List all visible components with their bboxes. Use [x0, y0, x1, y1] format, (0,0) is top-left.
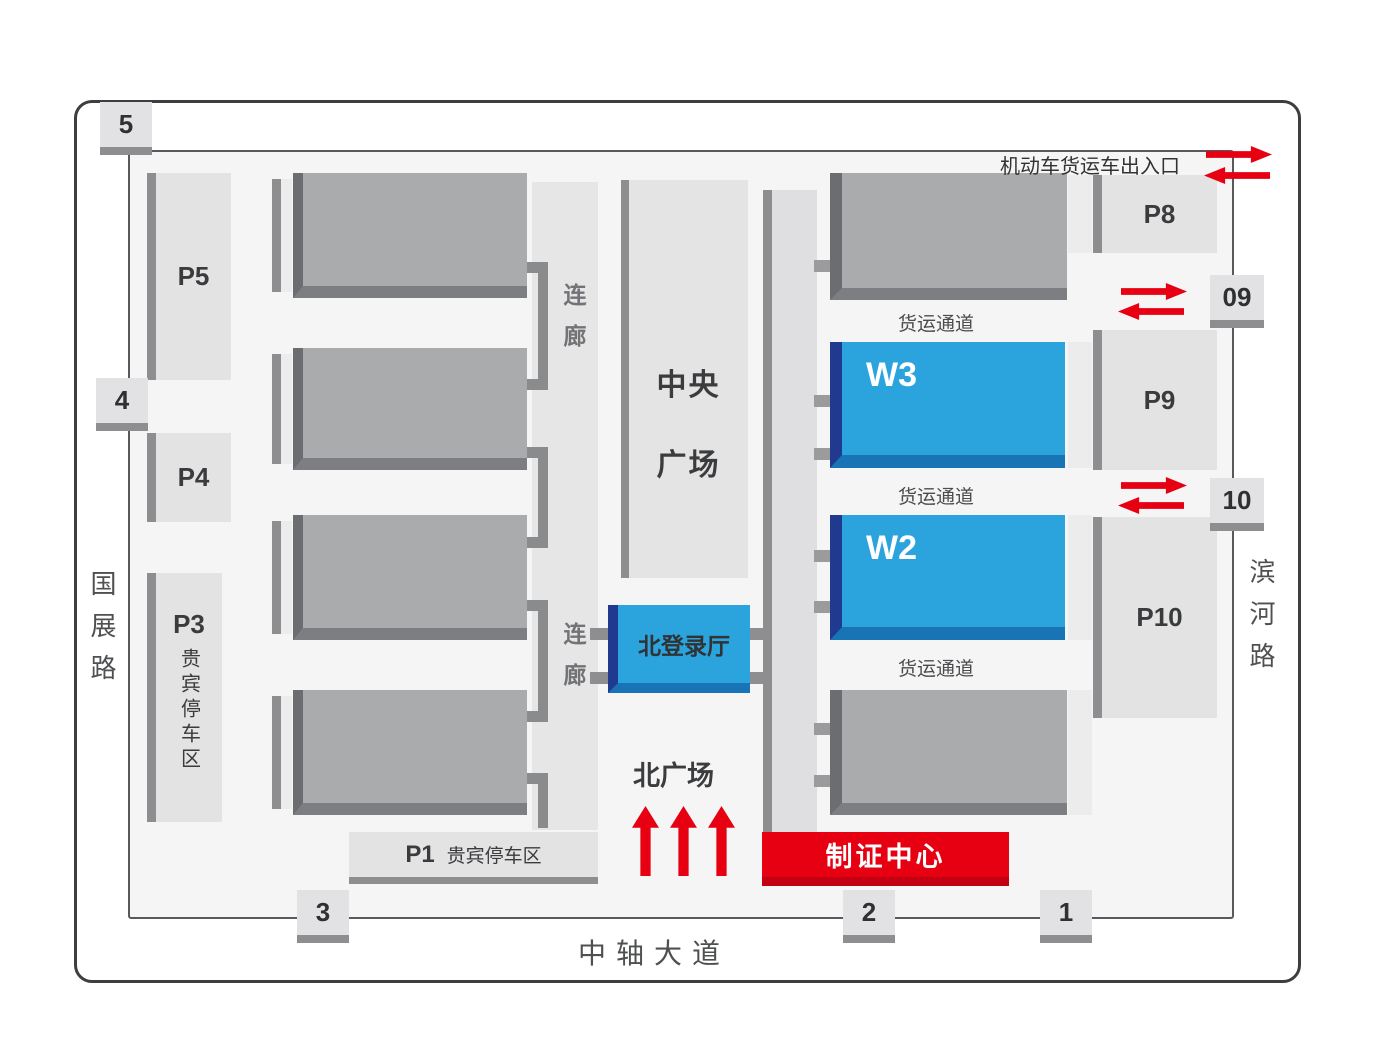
service-road — [772, 190, 817, 835]
corridor-link-stub — [527, 600, 548, 611]
connector-stub — [814, 395, 831, 407]
connector-stub — [814, 723, 831, 735]
connector-stub — [814, 550, 831, 562]
freight-lane-label-3: 货运通道 — [898, 659, 975, 680]
road-label-binhe: 滨河路 — [1246, 558, 1276, 684]
dock-strip — [281, 354, 292, 464]
dock-strip — [272, 696, 281, 809]
gate-4: 4 — [96, 378, 148, 431]
freight-lane-label-2: 货运通道 — [898, 487, 975, 508]
parking-p5: P5 — [147, 173, 231, 380]
gate-10: 10 — [1210, 478, 1264, 531]
corridor-link — [538, 773, 548, 828]
dock-strip — [272, 354, 281, 464]
gate-3: 3 — [297, 890, 349, 943]
corridor-link — [538, 447, 548, 548]
connector-stub — [749, 628, 764, 640]
corridor-link-stub — [527, 773, 548, 784]
gate-1: 1 — [1040, 890, 1092, 943]
freight-lane-label-1: 货运通道 — [898, 314, 975, 335]
north-login-hall: 北登录厅 — [608, 605, 750, 693]
connector-stub — [814, 260, 831, 272]
parking-p1-note: 贵宾停车区 — [446, 846, 542, 867]
dock-strip — [281, 179, 292, 292]
connector-stub — [590, 628, 609, 640]
parking-p1-label: P1 — [405, 840, 435, 868]
parking-p8-label: P8 — [1143, 198, 1176, 229]
dock-strip — [1068, 342, 1092, 468]
north-plaza-label: 北广场 — [633, 761, 714, 791]
exhibition-hall-west-2 — [293, 348, 527, 470]
corridor-link-stub — [527, 379, 548, 390]
parking-p10: P10 — [1093, 517, 1217, 718]
connector-stub — [749, 672, 764, 684]
dock-strip — [281, 696, 292, 809]
exhibition-hall-west-1 — [293, 173, 527, 298]
corridor-label-south: 连廊 — [560, 622, 586, 704]
dock-strip — [1068, 690, 1092, 815]
corridor-link — [538, 262, 548, 390]
parking-p9: P9 — [1093, 330, 1217, 470]
dock-strip — [281, 521, 292, 634]
dock-strip — [1068, 175, 1092, 253]
badge-center-banner: 制证中心 — [762, 832, 1009, 886]
parking-p3-label: P3 — [173, 609, 205, 639]
parking-p3: P3 贵宾停车区 — [147, 573, 222, 822]
gate-2: 2 — [843, 890, 895, 943]
road-label-guozhan: 国展路 — [87, 570, 117, 696]
exhibition-hall-west-3 — [293, 515, 527, 640]
corridor-link-stub — [527, 262, 548, 273]
parking-p8: P8 — [1093, 175, 1217, 253]
parking-p3-note: 贵宾停车区 — [177, 648, 200, 773]
parking-p9-label: P9 — [1143, 384, 1176, 415]
central-plaza: 中央 广场 — [621, 180, 748, 578]
freight-entrance-label: 机动车货运车出入口 — [1000, 156, 1180, 178]
hall-w2: W2 — [830, 515, 1065, 640]
central-plaza-label-1: 中央 — [656, 369, 721, 402]
corridor-label-north: 连廊 — [560, 283, 586, 365]
exhibition-hall-east-south — [830, 690, 1067, 815]
dock-strip — [272, 521, 281, 634]
hall-w3: W3 — [830, 342, 1065, 468]
dock-strip — [1068, 515, 1092, 640]
parking-p5-label: P5 — [177, 261, 210, 291]
corridor-link-stub — [527, 711, 548, 722]
connector-stub — [590, 672, 609, 684]
exhibition-hall-west-4 — [293, 690, 527, 815]
parking-p4-label: P4 — [177, 462, 210, 492]
connector-stub — [814, 775, 831, 787]
gate-09: 09 — [1210, 275, 1264, 328]
corridor-link-stub — [527, 537, 548, 548]
road-label-zhongzhou: 中轴大道 — [578, 938, 731, 969]
gate-5: 5 — [100, 102, 152, 155]
connector-stub — [814, 601, 831, 613]
service-road-edge — [763, 190, 772, 835]
parking-p4: P4 — [147, 433, 231, 522]
central-plaza-label-2: 广场 — [656, 449, 721, 482]
exhibition-hall-east-north — [830, 173, 1067, 300]
parking-p1: P1 贵宾停车区 — [349, 832, 598, 884]
parking-p10-label: P10 — [1136, 602, 1183, 632]
dock-strip — [272, 179, 281, 292]
corridor-link — [538, 600, 548, 722]
corridor-link-stub — [527, 447, 548, 458]
connector-stub — [814, 448, 831, 460]
